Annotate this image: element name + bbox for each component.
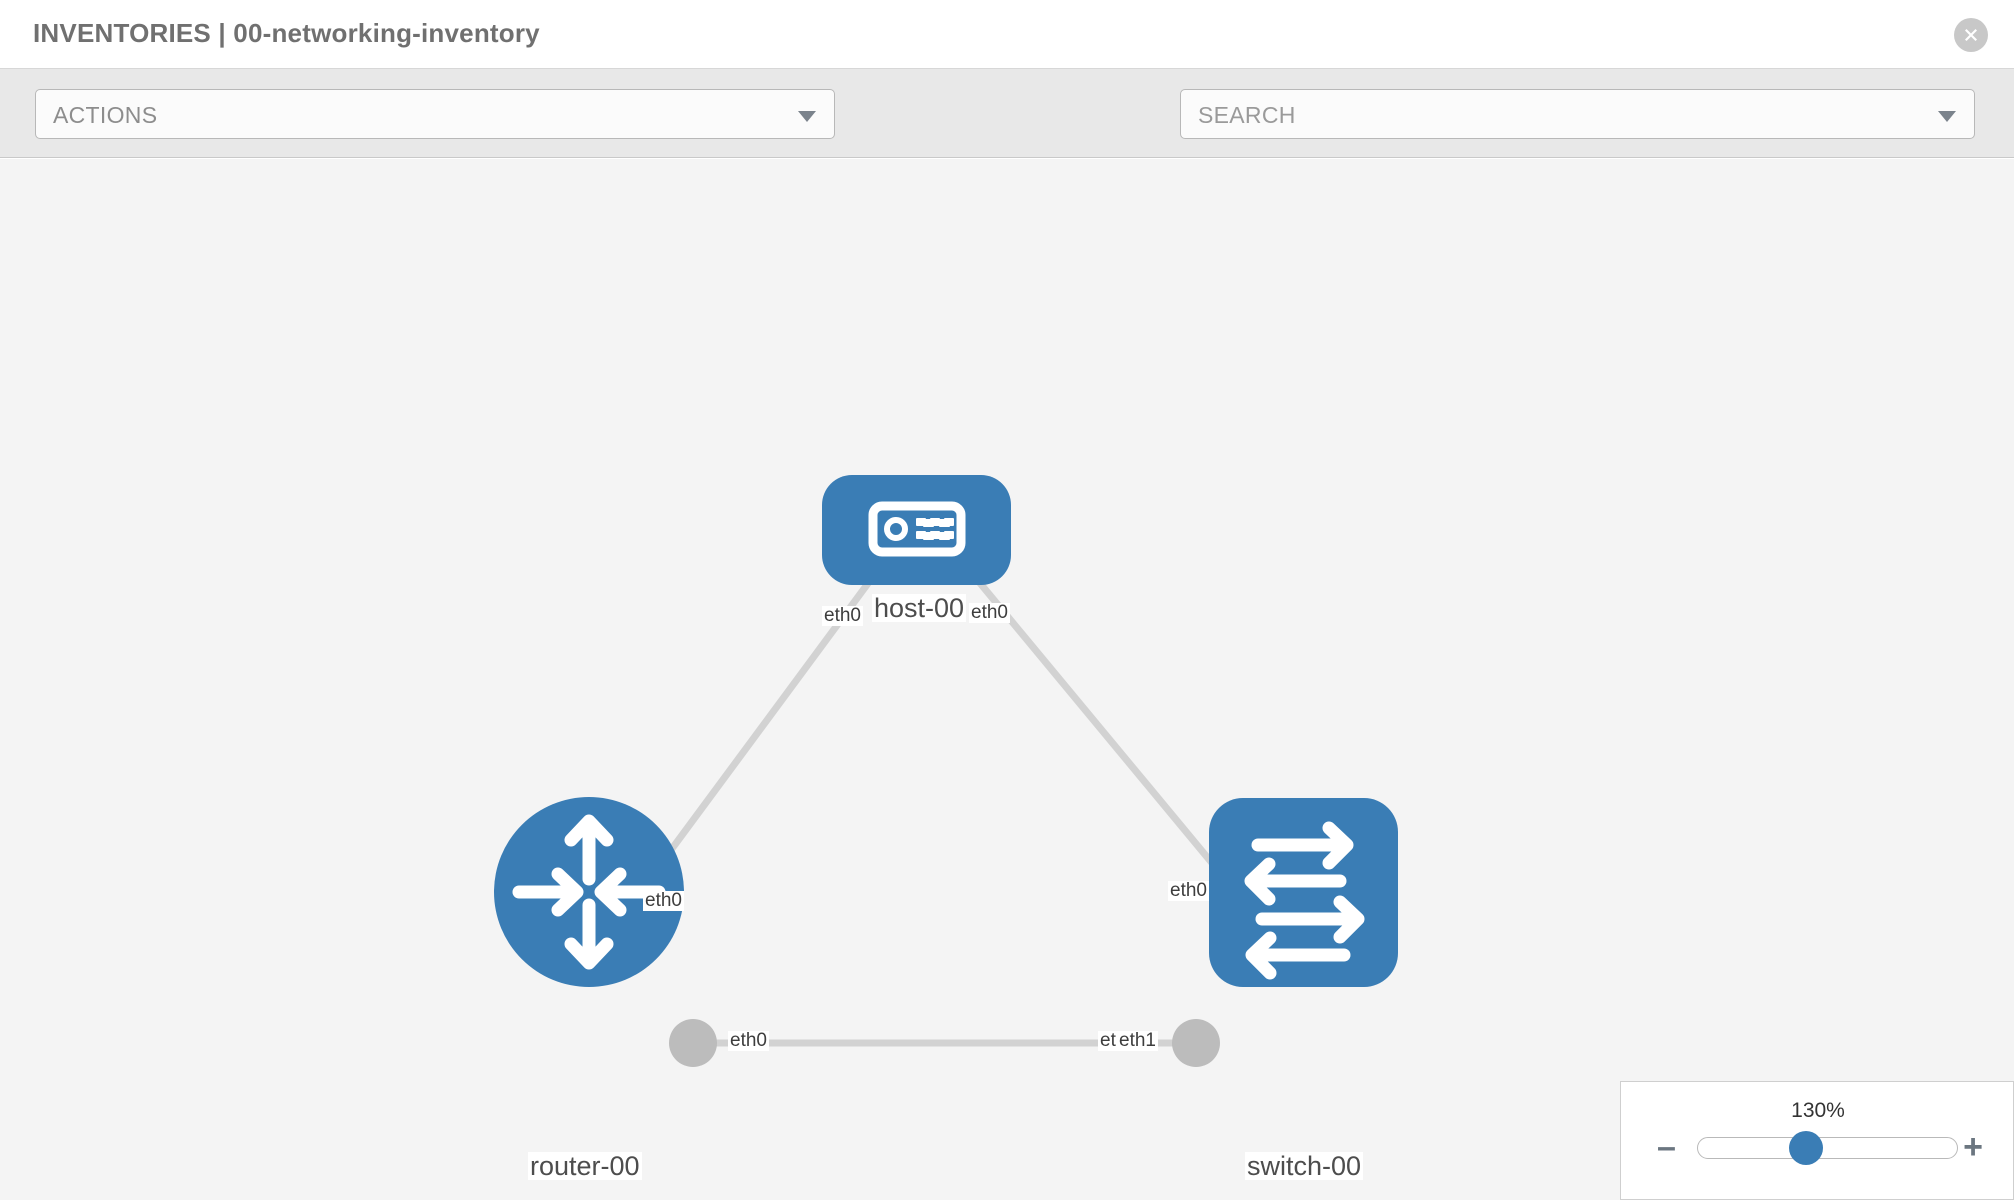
node-label-switch: switch-00 (1245, 1151, 1364, 1181)
chevron-down-icon[interactable] (1938, 111, 1956, 122)
connector-switch-left (1172, 1019, 1220, 1067)
iface-label: eth0 (1168, 880, 1209, 901)
actions-dropdown[interactable]: ACTIONS (35, 89, 835, 139)
node-label-host: host-00 (872, 593, 967, 623)
iface-label: eth0 (822, 605, 863, 626)
close-icon[interactable] (1954, 18, 1988, 52)
switch-arrows-icon (1244, 821, 1365, 980)
zoom-slider-track[interactable] (1697, 1137, 1958, 1159)
connector-router-right (669, 1019, 717, 1067)
iface-label: eth1 (1117, 1030, 1158, 1051)
topology-canvas[interactable]: eth0 eth0 eth0 eth0 eth0 eth0 eth1 host-… (0, 159, 2014, 1200)
four-arrows-icon (512, 814, 666, 970)
search-input[interactable]: SEARCH (1180, 89, 1975, 139)
zoom-out-button[interactable]: – (1657, 1128, 1676, 1166)
iface-label: eth0 (643, 890, 684, 911)
actions-dropdown-label: ACTIONS (53, 102, 158, 128)
server-icon (868, 501, 966, 557)
topology-edges (637, 556, 1239, 1047)
node-host-00 (822, 475, 1011, 585)
topology-graph (494, 475, 1398, 1067)
zoom-percent-label: 130% (1791, 1099, 1845, 1122)
node-switch-00 (1209, 798, 1398, 987)
chevron-down-icon (798, 111, 816, 122)
page-header: INVENTORIES | 00-networking-inventory (0, 0, 2014, 69)
toolbar: ACTIONS SEARCH (0, 69, 2014, 202)
zoom-control: 130% – + (1620, 1081, 2014, 1200)
node-router-00 (494, 797, 684, 987)
zoom-in-button[interactable]: + (1963, 1128, 1983, 1166)
iface-label: eth0 (728, 1030, 769, 1051)
zoom-slider-thumb[interactable] (1789, 1131, 1823, 1165)
iface-label: eth0 (969, 602, 1010, 623)
page-title: INVENTORIES | 00-networking-inventory (33, 18, 540, 48)
node-label-router: router-00 (528, 1151, 642, 1181)
search-placeholder: SEARCH (1198, 102, 1296, 128)
